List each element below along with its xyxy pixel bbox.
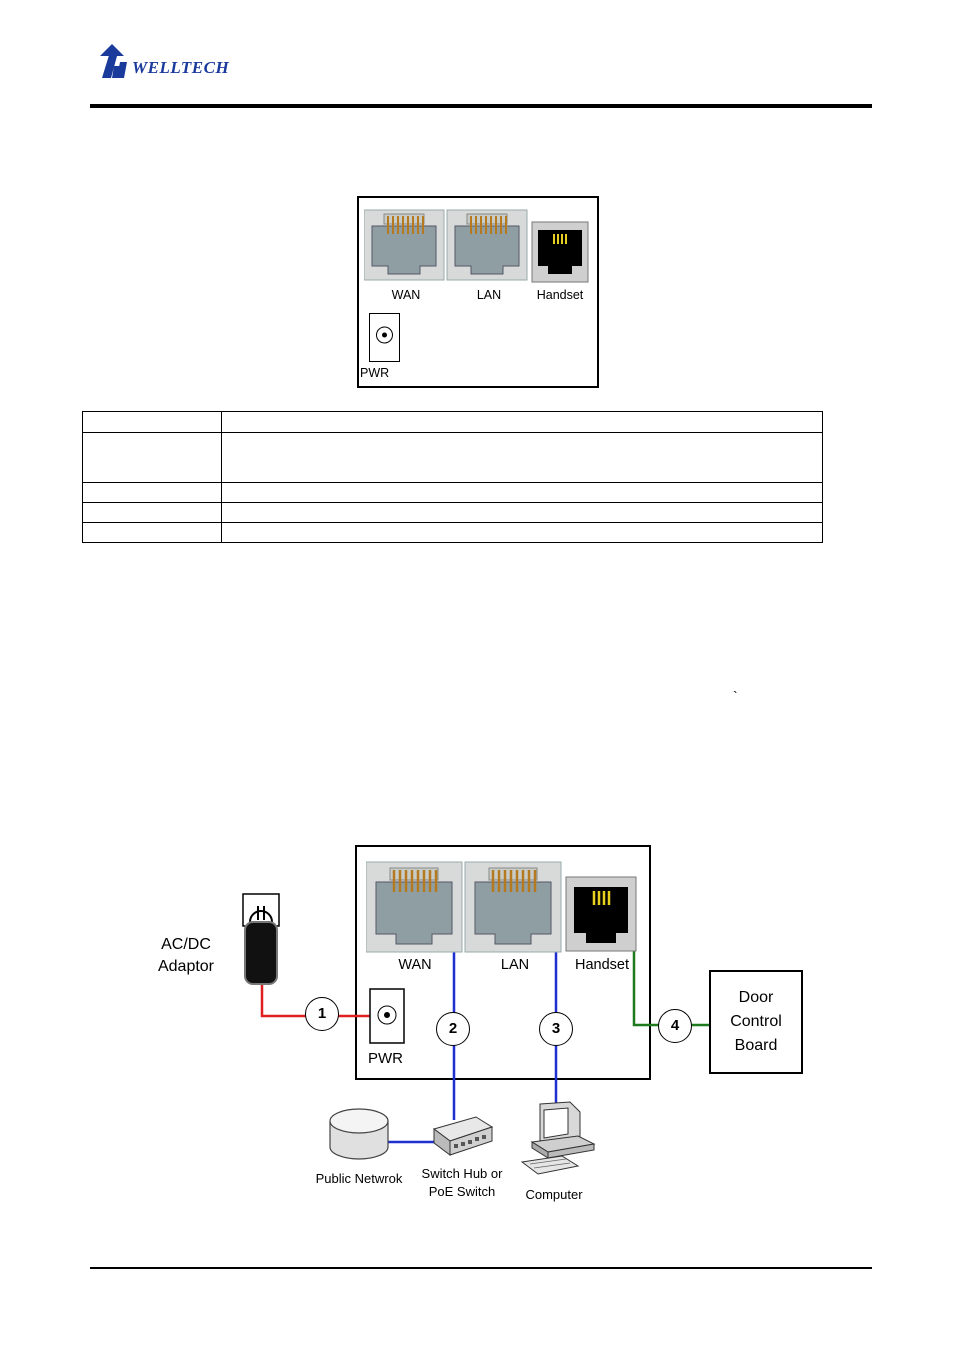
logo-text: WELLTECH: [132, 58, 230, 77]
switch-label-line: PoE Switch: [428, 1184, 496, 1199]
computer-label: Computer: [525, 1187, 583, 1202]
door-board-line: Control: [730, 1013, 782, 1030]
diagram-lan-label: LAN: [500, 957, 530, 973]
connection-marker-2: 2: [436, 1012, 470, 1046]
diagram-ports: [366, 861, 637, 953]
public-network-icon: [329, 1108, 389, 1160]
rear-panel-ports: [364, 209, 589, 283]
door-control-board: Door Control Board: [709, 970, 803, 1074]
rj45-jack-icon: [446, 209, 528, 281]
welltech-logo: [100, 44, 127, 78]
diagram-wan-label: WAN: [398, 957, 432, 973]
table-row: [82, 522, 823, 543]
switch-label: Switch Hub or PoE Switch: [410, 1165, 514, 1201]
connection-marker-3: 3: [539, 1012, 573, 1046]
diagram-pwr-label: PWR: [368, 1050, 403, 1067]
rj45-jack-icon: [364, 209, 445, 281]
rj11-jack-icon: [531, 221, 589, 283]
handset-label: Handset: [536, 288, 584, 302]
connection-marker-4: 4: [658, 1009, 692, 1043]
rj45-jack-icon: [366, 861, 463, 953]
door-board-line: Door: [738, 989, 774, 1006]
adaptor-label: AC/DC Adaptor: [157, 936, 215, 975]
network-switch-icon: [432, 1116, 494, 1156]
rj11-jack-icon: [565, 876, 637, 952]
computer-icon: [520, 1101, 596, 1175]
power-adaptor-icon: [242, 893, 280, 985]
pwr-label: PWR: [360, 366, 390, 380]
rj45-jack-icon: [464, 861, 562, 953]
table-row: [82, 432, 823, 483]
table-cell: [82, 432, 222, 483]
power-jack-icon: [369, 313, 400, 362]
wan-label: WAN: [391, 288, 421, 302]
diagram-handset-label: Handset: [574, 957, 629, 973]
stray-mark: `: [733, 688, 738, 704]
connection-diagram-panel: [355, 845, 651, 1080]
rear-panel-figure: [357, 196, 599, 388]
lan-label: LAN: [476, 288, 502, 302]
footer-rule: [90, 1267, 872, 1269]
switch-label-line: Switch Hub or: [421, 1166, 503, 1181]
power-jack-icon: [369, 988, 405, 1044]
connection-marker-1: 1: [305, 997, 339, 1031]
table-cell: [221, 522, 823, 543]
table-row: [82, 482, 823, 503]
port-description-table: [82, 411, 823, 543]
header-rule: [90, 104, 872, 108]
door-board-line: Board: [734, 1037, 778, 1054]
public-network-label: Public Netwrok: [315, 1171, 403, 1186]
table-cell: [221, 432, 823, 483]
